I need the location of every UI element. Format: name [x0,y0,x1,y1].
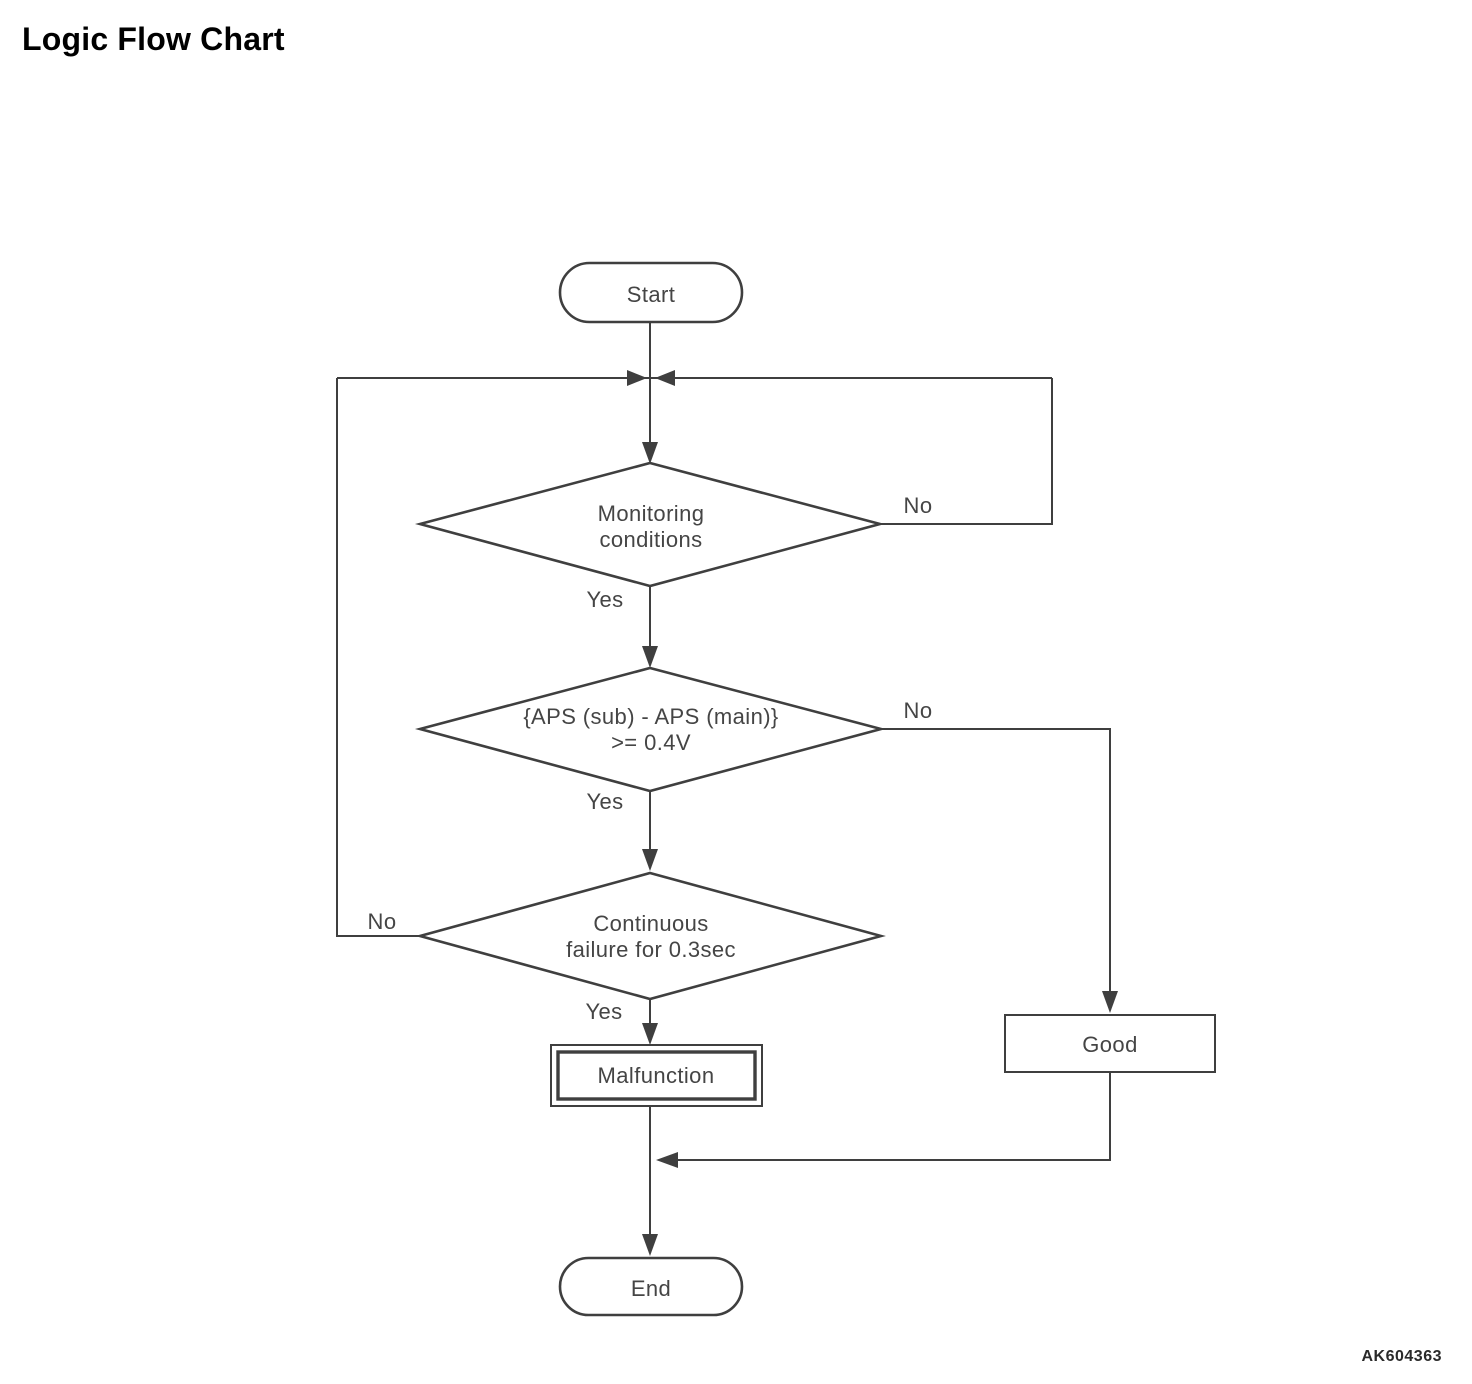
aps-comparison-label-line2: >= 0.4V [611,730,691,755]
monitoring-conditions-shape [414,461,886,588]
malfunction-node: Malfunction [550,1044,763,1107]
edge-continuous-no-loop [336,378,420,937]
aps-no-label: No [904,698,933,723]
arrowhead-left-junction-icon [655,370,675,386]
good-node-shape [1004,1014,1216,1073]
end-node: End [558,1256,744,1317]
malfunction-node-inner-shape [556,1050,757,1101]
start-node-label: Start [627,282,675,307]
continuous-failure-label-line1: Continuous [593,911,708,936]
continuous-yes-label: Yes [585,999,622,1024]
monitoring-conditions-decision: Monitoring conditions [414,461,886,588]
connectors [336,322,1118,1256]
monitoring-yes-label: Yes [586,587,623,612]
monitoring-no-label: No [904,493,933,518]
continuous-failure-decision: Continuous failure for 0.3sec [415,871,886,1001]
arrowhead-left-merge-icon [656,1152,678,1168]
end-node-label: End [631,1276,671,1301]
aps-comparison-shape [414,666,887,793]
arrowhead-right-junction-icon [627,370,647,386]
figure-code: AK604363 [1362,1348,1443,1365]
arrowhead-down-malfunction-icon [642,1023,658,1045]
start-node-shape [558,261,744,324]
aps-comparison-label-line1: {APS (sub) - APS (main)} [523,704,778,729]
aps-yes-label: Yes [586,789,623,814]
continuous-no-label: No [368,909,397,934]
edge-monitoring-no-loop [880,378,1053,525]
continuous-failure-label-line2: failure for 0.3sec [566,937,736,962]
start-node: Start [558,261,744,324]
arrowhead-down-end-icon [642,1234,658,1256]
arrowhead-down-monitoring-icon [642,442,658,464]
arrowhead-down-good-icon [1102,991,1118,1013]
page-title: Logic Flow Chart [22,21,285,57]
end-node-shape [558,1256,744,1317]
monitoring-conditions-label-line2: conditions [599,527,702,552]
arrowhead-down-aps-icon [642,646,658,668]
monitoring-conditions-label-line1: Monitoring [598,501,705,526]
edge-aps-no-to-good [881,728,1111,993]
good-node-label: Good [1082,1032,1137,1057]
edge-good-to-merge [678,1072,1111,1161]
continuous-failure-shape [415,871,886,1001]
good-node: Good [1004,1014,1216,1073]
arrowhead-down-continuous-icon [642,849,658,871]
malfunction-node-label: Malfunction [598,1063,715,1088]
aps-comparison-decision: {APS (sub) - APS (main)} >= 0.4V [414,666,887,793]
malfunction-node-outer-shape [550,1044,763,1107]
